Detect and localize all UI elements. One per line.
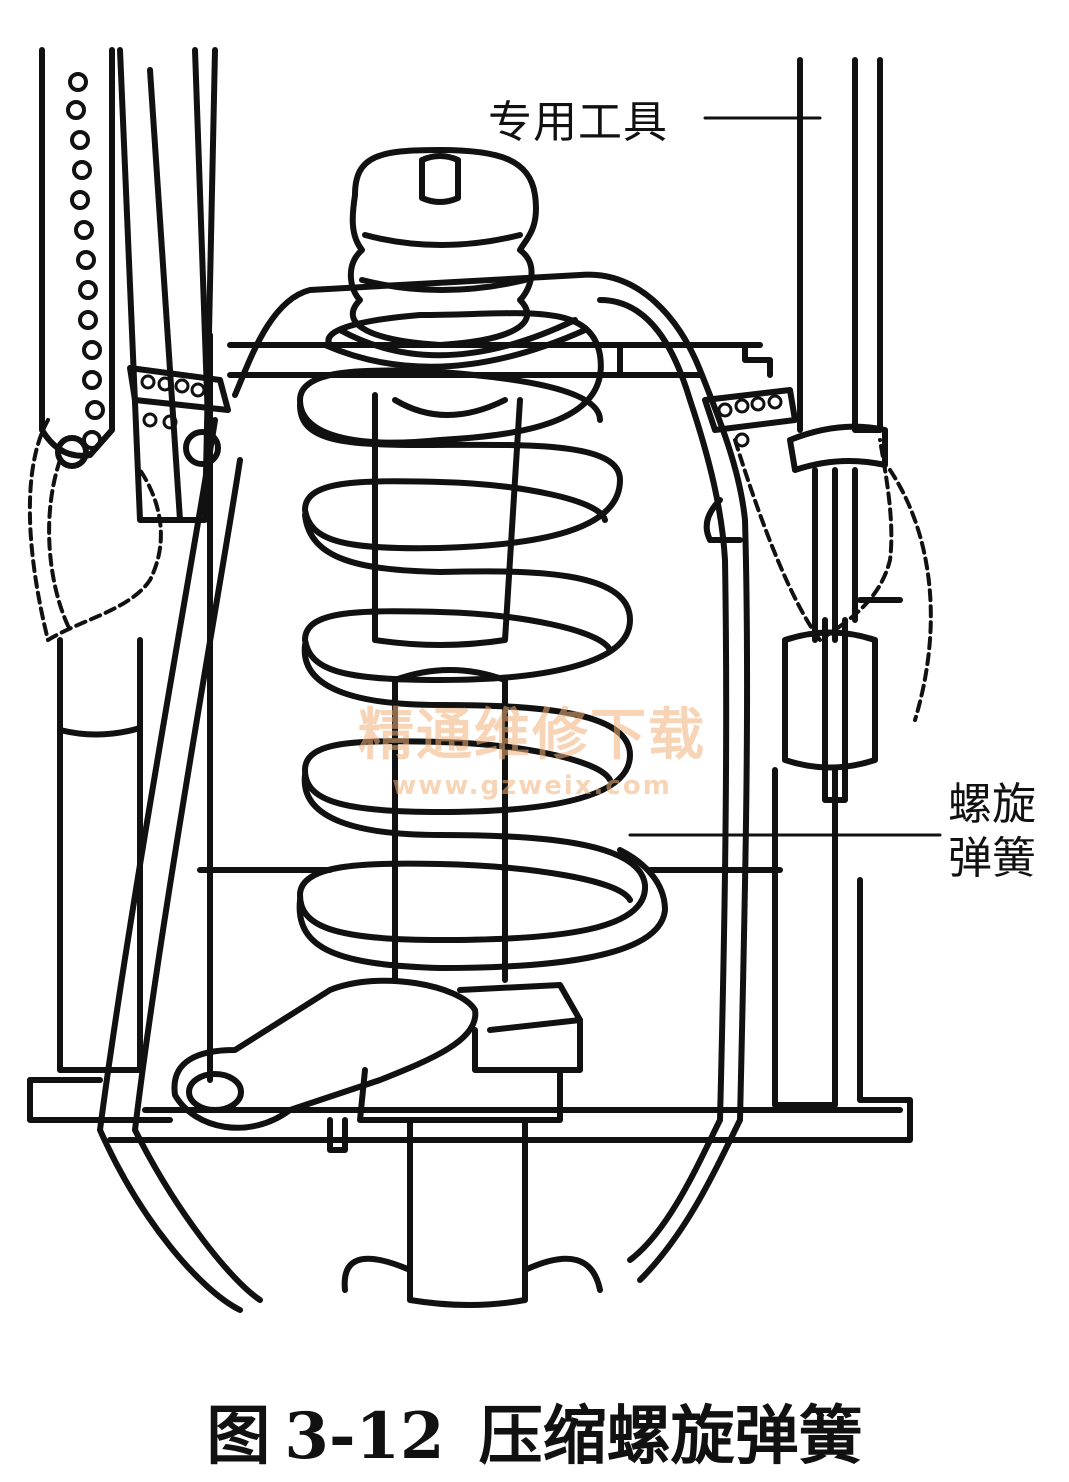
coil-spring[interactable] xyxy=(296,310,668,971)
left-compressor-rod xyxy=(27,47,231,1123)
callout-lines xyxy=(628,116,942,837)
yoke-arms xyxy=(97,271,751,1313)
coil-spring-label-line2: 弹簧 xyxy=(948,833,1036,884)
rod-holes xyxy=(66,72,105,450)
watermark: 精通维修下载 www.gzweix.com xyxy=(352,690,712,801)
lower-spring-seat xyxy=(171,977,583,1153)
caption-number: 3-12 xyxy=(284,1399,445,1474)
right-compressor-rod xyxy=(697,57,933,1143)
watermark-url: www.gzweix.com xyxy=(392,771,672,801)
coil-spring-label-line1: 螺旋 xyxy=(948,779,1036,830)
watermark-name: 精通维修下载 xyxy=(358,703,706,768)
special-tool-label: 专用工具 xyxy=(488,97,668,148)
coil-spring-label: 螺旋 弹簧 xyxy=(948,778,1058,886)
caption-prefix: 图 xyxy=(206,1399,271,1474)
caption-title: 压缩螺旋弹簧 xyxy=(478,1399,863,1474)
strut-top-mount xyxy=(322,147,588,370)
